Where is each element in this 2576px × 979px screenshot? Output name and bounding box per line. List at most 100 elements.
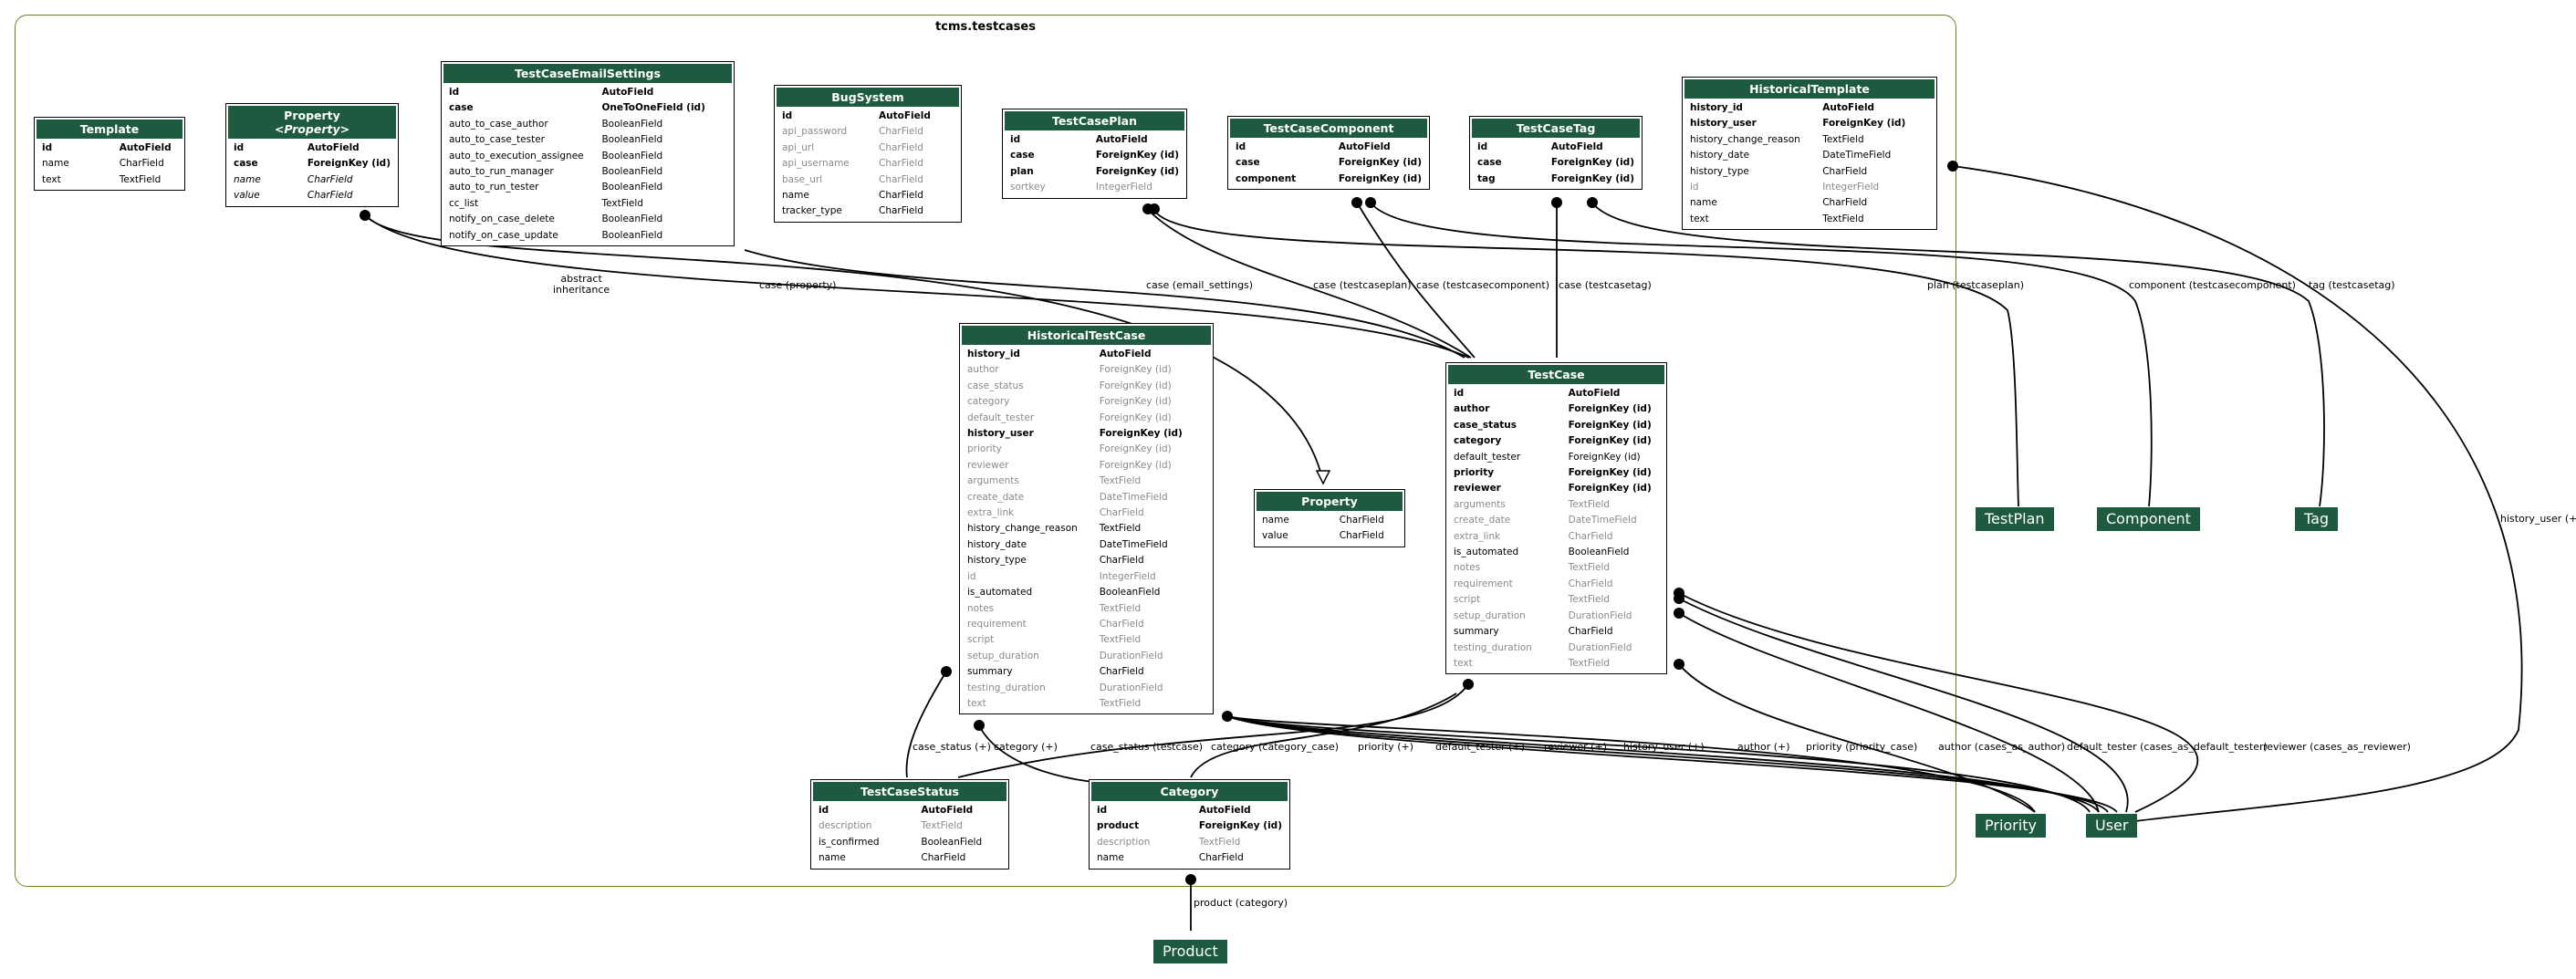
edge-label-author-cases-as-author: author (cases_as_author) <box>1938 741 2066 753</box>
field-name: id <box>449 87 460 98</box>
edge-label-history-user-plus: history_user (+) <box>1623 741 1705 753</box>
field-name: tag <box>1477 172 1496 184</box>
field-type: CharField <box>1568 578 1613 589</box>
model-header: TestCaseStatus <box>813 782 1006 801</box>
field-name: api_url <box>782 141 815 153</box>
field-name: plan <box>1010 165 1034 177</box>
edge-history-user-template <box>1952 165 2523 822</box>
field-row: requirement CharField <box>1448 577 1664 592</box>
edge-label-case-status-plus: case_status (+) <box>913 741 991 753</box>
field-type: CharField <box>879 190 923 202</box>
field-name: cc_list <box>449 197 479 209</box>
field-name: category <box>1454 435 1502 447</box>
field-name: arguments <box>1454 498 1506 510</box>
field-type: TextField <box>921 820 963 832</box>
edge-default-tester-plus <box>1226 715 2091 813</box>
model-header: TestCasePlan <box>1005 111 1184 130</box>
edge-endpoint-dot <box>1149 203 1160 214</box>
field-name: auto_to_execution_assignee <box>449 150 584 161</box>
field-name: author <box>967 364 999 376</box>
inheritance-arrowhead <box>1315 470 1331 485</box>
field-name: value <box>1262 530 1288 542</box>
field-type: ForeignKey (id) <box>1568 419 1652 431</box>
field-name: requirement <box>1454 578 1513 589</box>
field-type: CharField <box>879 205 923 217</box>
edge-case-status-testcase <box>957 683 1469 778</box>
edge-label-reviewer-cases: reviewer (cases_as_reviewer) <box>2263 741 2411 753</box>
field-name: priority <box>967 443 1002 455</box>
field-name: priority <box>1454 467 1495 479</box>
field-name: history_date <box>967 538 1027 550</box>
field-type: TextField <box>1568 562 1611 574</box>
field-type: AutoField <box>307 142 360 153</box>
field-type: DurationField <box>1099 650 1163 661</box>
model-header: Property <box>1257 492 1403 511</box>
edge-category-category-case <box>1190 693 1457 778</box>
model-header: HistoricalTemplate <box>1684 79 1935 99</box>
field-name: auto_to_run_tester <box>449 182 539 193</box>
edge-endpoint-dot <box>1365 197 1376 208</box>
edge-endpoint-dot <box>1587 197 1598 208</box>
edge-label-default-tester-cases: default_tester (cases_as_default_tester) <box>2067 741 2268 753</box>
field-name: case <box>1477 157 1502 169</box>
field-name: extra_link <box>967 507 1015 519</box>
cluster-title: tcms.testcases <box>935 20 1036 34</box>
field-name: id <box>819 805 829 816</box>
field-type: ForeignKey (id) <box>1095 165 1179 177</box>
field-name: description <box>819 820 872 832</box>
model-header: TestCaseEmailSettings <box>443 64 732 83</box>
field-name: product <box>1097 820 1140 832</box>
edge-plan-testcaseplan <box>1153 209 2019 507</box>
field-type: CharField <box>921 852 966 864</box>
model-header: TestCaseTag <box>1472 119 1640 138</box>
field-type: AutoField <box>1099 349 1152 359</box>
field-type: ForeignKey (id) <box>1568 451 1641 463</box>
field-name: sortkey <box>1010 182 1046 193</box>
field-type: ForeignKey (id) <box>1550 157 1634 169</box>
field-name: case <box>234 158 258 170</box>
field-type: AutoField <box>1338 141 1391 152</box>
field-type: ForeignKey (id) <box>1099 396 1172 408</box>
field-type: BooleanField <box>601 134 663 146</box>
field-name: name <box>42 158 69 170</box>
field-name: arguments <box>967 475 1019 487</box>
field-name: base_url <box>782 173 823 185</box>
edge-label-case-testcasetag: case (testcasetag) <box>1559 279 1652 291</box>
field-type: CharField <box>1568 626 1613 638</box>
edge-endpoint-dot <box>941 666 952 677</box>
edge-label-abstract-inheritance: abstract inheritance <box>553 273 610 296</box>
